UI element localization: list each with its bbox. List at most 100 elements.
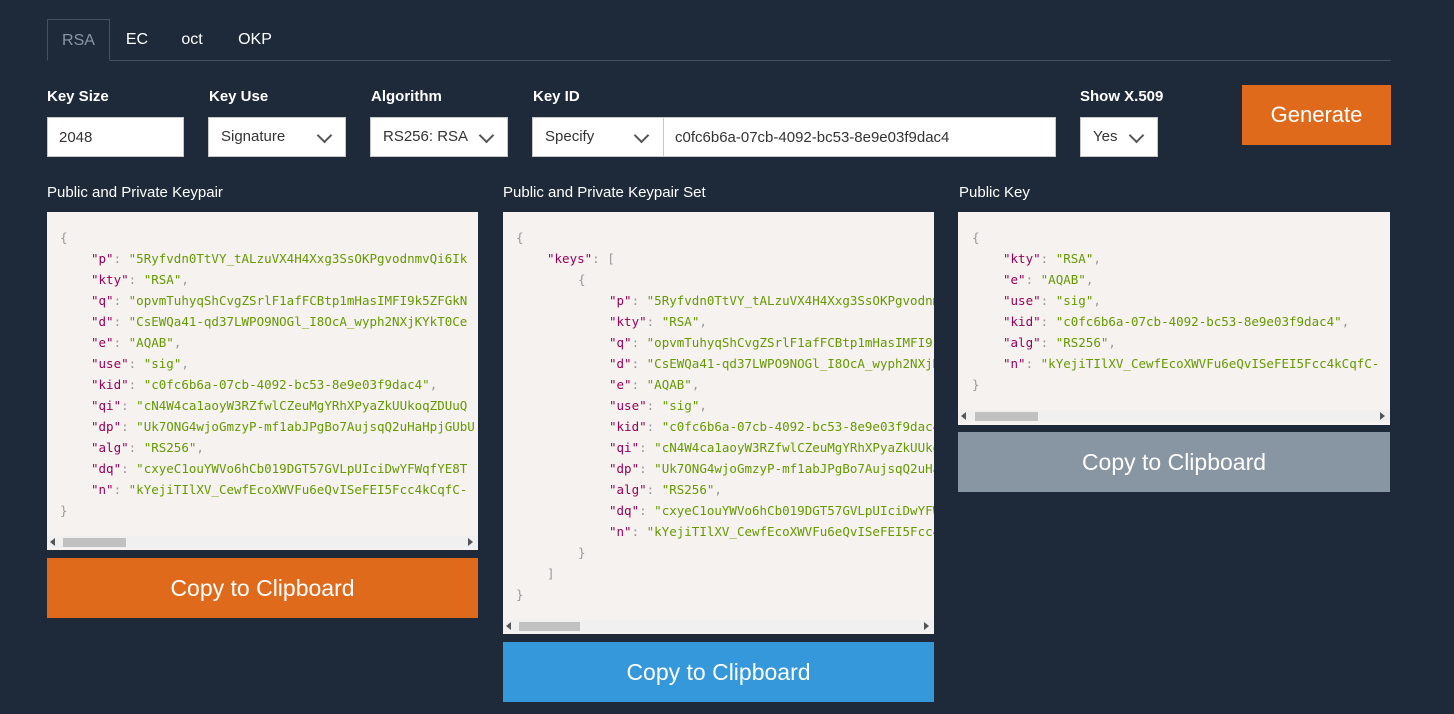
code-line: "alg": "RS256", [1003,335,1116,350]
value-e: AQAB [1048,272,1079,287]
scrollbar-thumb[interactable] [63,538,126,547]
scroll-right-icon[interactable] [1380,412,1385,420]
value-kty: RSA [1063,251,1086,266]
key-size-label: Key Size [47,88,109,105]
key-use-select[interactable]: Signature [208,117,346,157]
code-line: "kty": "RSA", [1003,251,1101,266]
chevron-down-icon [478,127,495,144]
code-line: "use": "sig", [609,398,707,413]
tab-okp[interactable]: OKP [238,31,272,48]
key-size-input[interactable] [48,118,183,156]
code-line: } [578,545,586,560]
tab-rsa[interactable]: RSA [47,19,110,61]
scroll-right-icon[interactable] [468,538,473,546]
chevron-down-icon [633,127,650,144]
code-line: "n": "kYejiTIlXV_CewfEcoXWVFu6eQvISeFEI5… [91,482,468,497]
scrollbar-thumb[interactable] [519,622,580,631]
value-kty: RSA [669,314,692,329]
code-line: } [516,587,524,602]
value-alg: RS256 [1063,335,1101,350]
value-p: 5Ryfvdn0TtVY_tALzuVX4H4Xxg3SsOKPgvodnmvQ… [136,251,468,266]
key-size-field[interactable] [47,117,184,157]
key-id-mode-value: Specify [545,128,595,145]
tab-oct[interactable]: oct [181,31,203,48]
key-id-field[interactable] [663,117,1056,157]
code-line: "e": "AQAB", [1003,272,1094,287]
value-d: CsEWQa41-qd37LWPO9NOGl_I8OcA_wyph2NXjKYk… [136,314,468,329]
horizontal-scrollbar[interactable] [47,536,478,548]
public-key-code[interactable]: { "kty": "RSA", "e": "AQAB", "use": "sig… [958,212,1390,425]
code-line: "qi": "cN4W4ca1aoyW3RZfwlCZeuMgYRhXPyaZk… [609,440,934,455]
generate-button[interactable]: Generate [1242,85,1391,145]
value-alg: RS256 [669,482,707,497]
code-line: "qi": "cN4W4ca1aoyW3RZfwlCZeuMgYRhXPyaZk… [91,398,468,413]
value-q: opvmTuhyqShCvgZSrlF1afFCBtp1mHasIMFI9k5Z… [654,335,934,350]
code-line: "kid": "c0fc6b6a-07cb-4092-bc53-8e9e03f9… [1003,314,1350,329]
keypair-code[interactable]: { "p": "5Ryfvdn0TtVY_tALzuVX4H4Xxg3SsOKP… [47,212,478,550]
value-kid: c0fc6b6a-07cb-4092-bc53-8e9e03f9dac4 [1063,314,1335,329]
key-id-mode-select[interactable]: Specify [532,117,664,157]
scroll-left-icon[interactable] [506,622,511,630]
code-line: ] [547,566,555,581]
horizontal-scrollbar[interactable] [503,620,934,632]
key-id-label: Key ID [533,88,580,105]
scroll-left-icon[interactable] [961,412,966,420]
key-id-input[interactable] [664,118,1055,156]
keypair-set-title: Public and Private Keypair Set [503,184,706,201]
value-e: AQAB [136,335,167,350]
code-line: "kty": "RSA", [609,314,707,329]
key-type-tabs: RSA EC oct OKP [47,19,1391,61]
value-dq: cxyeC1ouYWVo6hCb019DGT57GVLpUIciDwYFWqfY… [661,503,934,518]
scroll-right-icon[interactable] [924,622,929,630]
value-n: kYejiTIlXV_CewfEcoXWVFu6eQvISeFEI5Fcc4kC… [136,482,468,497]
value-dq: cxyeC1ouYWVo6hCb019DGT57GVLpUIciDwYFWqfY… [143,461,468,476]
value-use: sig [151,356,174,371]
code-line: "keys": [ [547,251,615,266]
code-line: "d": "CsEWQa41-qd37LWPO9NOGl_I8OcA_wyph2… [91,314,468,329]
tab-ec[interactable]: EC [125,31,149,48]
code-line: "kid": "c0fc6b6a-07cb-4092-bc53-8e9e03f9… [609,419,934,434]
code-line: "dp": "Uk7ONG4wjoGmzyP-mf1abJPgBo7AujsqQ… [609,461,934,476]
value-alg: RS256 [151,440,189,455]
value-qi: cN4W4ca1aoyW3RZfwlCZeuMgYRhXPyaZkUUkoqZD… [661,440,934,455]
scrollbar-thumb[interactable] [975,412,1038,421]
code-line: "alg": "RS256", [609,482,722,497]
value-kty: RSA [151,272,174,287]
keypair-title: Public and Private Keypair [47,184,223,201]
copy-keypair-set-button[interactable]: Copy to Clipboard [503,642,934,702]
value-qi: cN4W4ca1aoyW3RZfwlCZeuMgYRhXPyaZkUUkoqZD… [143,398,468,413]
code-line: "kty": "RSA", [91,272,189,287]
code-line: "use": "sig", [1003,293,1101,308]
copy-public-key-button[interactable]: Copy to Clipboard [958,432,1390,492]
code-line: "dq": "cxyeC1ouYWVo6hCb019DGT57GVLpUIciD… [609,503,934,518]
algorithm-label: Algorithm [371,88,442,105]
value-use: sig [669,398,692,413]
algorithm-select[interactable]: RS256: RSA [370,117,508,157]
scroll-left-icon[interactable] [50,538,55,546]
x509-value: Yes [1093,128,1118,145]
value-dp: Uk7ONG4wjoGmzyP-mf1abJPgBo7AujsqQ2uHaHpj… [661,461,934,476]
value-dp: Uk7ONG4wjoGmzyP-mf1abJPgBo7AujsqQ2uHaHpj… [143,419,475,434]
value-e: AQAB [654,377,685,392]
code-line: "e": "AQAB", [91,335,182,350]
value-kid: c0fc6b6a-07cb-4092-bc53-8e9e03f9dac4 [151,377,423,392]
code-line: "p": "5Ryfvdn0TtVY_tALzuVX4H4Xxg3SsOKPgv… [91,251,468,266]
code-line: "kid": "c0fc6b6a-07cb-4092-bc53-8e9e03f9… [91,377,438,392]
code-line: { [972,230,980,245]
chevron-down-icon [316,127,333,144]
x509-select[interactable]: Yes [1080,117,1158,157]
code-line: { [578,272,586,287]
code-line: "q": "opvmTuhyqShCvgZSrlF1afFCBtp1mHasIM… [609,335,934,350]
copy-keypair-button[interactable]: Copy to Clipboard [47,558,478,618]
public-key-title: Public Key [959,184,1030,201]
code-line: } [60,503,68,518]
code-line: "dq": "cxyeC1ouYWVo6hCb019DGT57GVLpUIciD… [91,461,468,476]
value-p: 5Ryfvdn0TtVY_tALzuVX4H4Xxg3SsOKPgvodnmvQ… [654,293,934,308]
code-line: { [60,230,68,245]
algorithm-value: RS256: RSA [383,128,469,145]
horizontal-scrollbar[interactable] [958,410,1390,422]
keypair-set-code[interactable]: { "keys": [ { "p": "5Ryfvdn0TtVY_tALzuVX… [503,212,934,634]
chevron-down-icon [1128,127,1145,144]
code-line: "q": "opvmTuhyqShCvgZSrlF1afFCBtp1mHasIM… [91,293,468,308]
value-q: opvmTuhyqShCvgZSrlF1afFCBtp1mHasIMFI9k5Z… [136,293,468,308]
